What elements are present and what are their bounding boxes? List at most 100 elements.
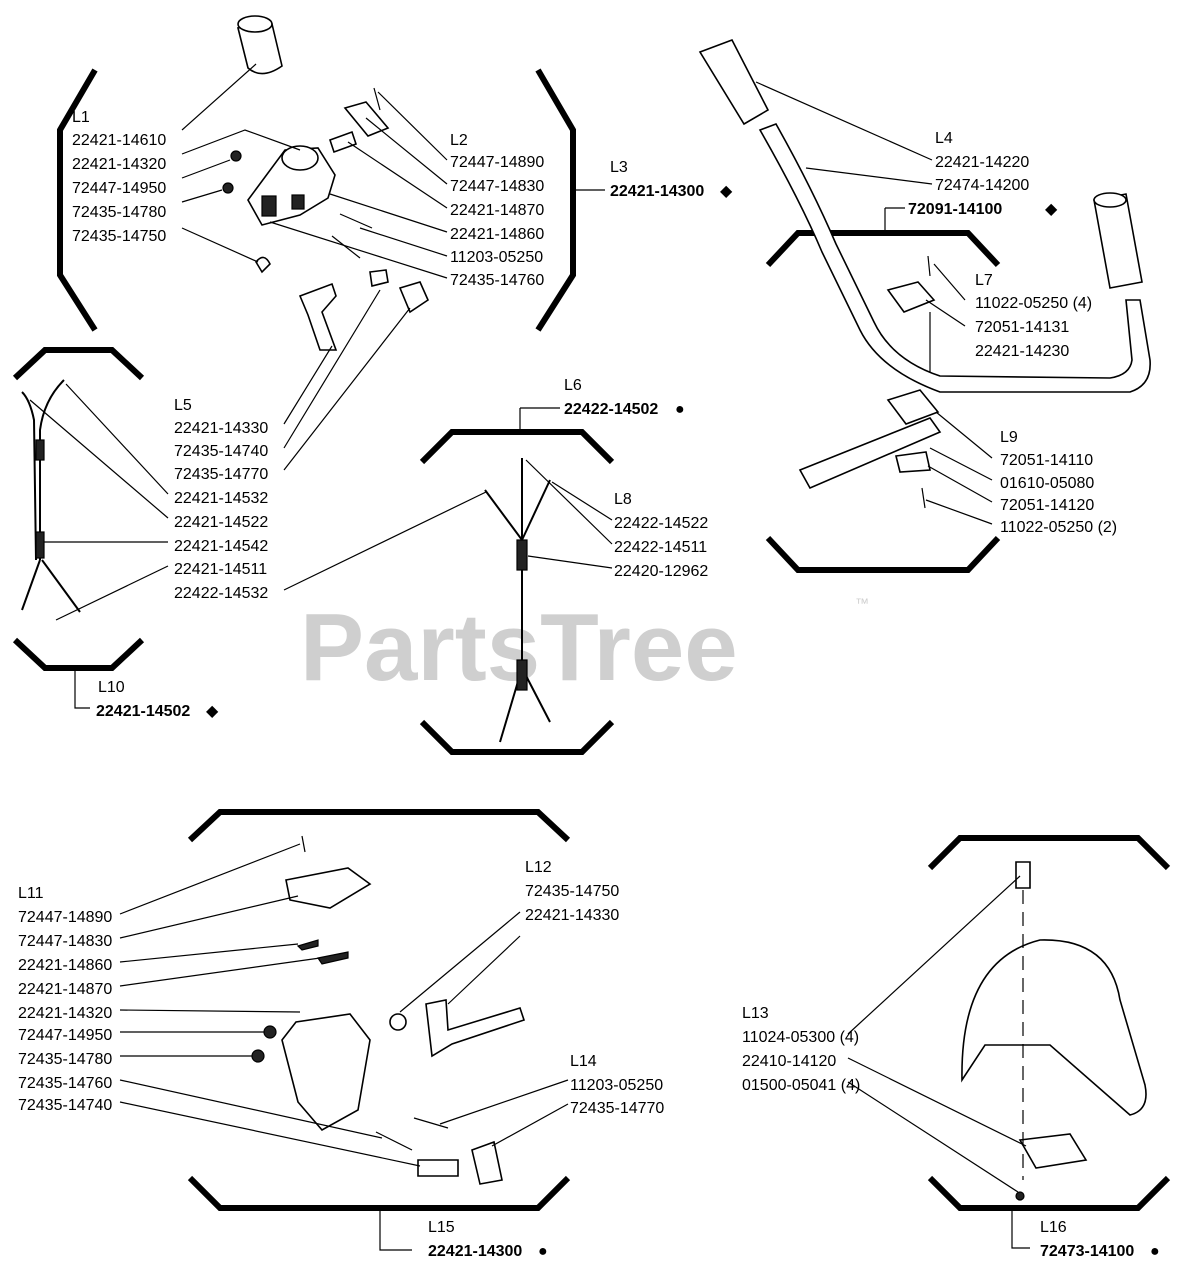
bracket-left-top bbox=[57, 68, 98, 332]
throttle-housing-drawing bbox=[247, 145, 336, 226]
group-label-l11: L11 bbox=[18, 885, 44, 902]
group-label-l12: L12 bbox=[525, 859, 552, 876]
marker-l3: ◆ bbox=[720, 183, 733, 200]
bracket-l4-bottom bbox=[765, 535, 1001, 573]
brackets bbox=[12, 68, 1171, 1211]
part-number-l13-3: 01500-05041 (4) bbox=[742, 1077, 860, 1094]
bracket-l4-top bbox=[765, 230, 1001, 268]
part-number-l2-5: 11203-05250 bbox=[450, 249, 543, 266]
marker-l6: ● bbox=[675, 401, 685, 418]
wire-harness-l8-drawing bbox=[484, 458, 551, 743]
pin-drawing bbox=[369, 269, 389, 287]
part-number-l1-3: 72447-14950 bbox=[72, 180, 166, 197]
part-number-l11-5: 22421-14320 bbox=[18, 1005, 112, 1022]
part-number-l13-1: 11024-05300 (4) bbox=[742, 1029, 859, 1046]
part-number-l11-9: 72435-14740 bbox=[18, 1097, 112, 1114]
watermark-trademark: ™ bbox=[855, 595, 869, 611]
part-number-l4-2: 72474-14200 bbox=[935, 177, 1029, 194]
clamp-l7-drawing bbox=[886, 255, 936, 313]
leader-lines bbox=[29, 63, 1030, 1251]
bracket-right-top bbox=[535, 68, 576, 332]
bracket-l8-bottom bbox=[419, 719, 615, 755]
marker-l16: ● bbox=[1150, 1243, 1160, 1260]
bracket-l5-top bbox=[12, 347, 145, 381]
bracket-l5-bottom bbox=[12, 637, 145, 671]
assembly-number-l6: 22422-14502 bbox=[564, 401, 658, 418]
part-number-l1-5: 72435-14750 bbox=[72, 228, 166, 245]
group-label-l14: L14 bbox=[570, 1053, 597, 1070]
part-number-l12-1: 72435-14750 bbox=[525, 883, 619, 900]
trigger-spring-drawing bbox=[255, 256, 271, 274]
spring-drawing bbox=[331, 235, 361, 259]
part-number-l5-8: 22422-14532 bbox=[174, 585, 268, 602]
part-number-l5-6: 22421-14542 bbox=[174, 538, 268, 555]
part-number-l14-2: 72435-14770 bbox=[570, 1100, 664, 1117]
group-label-l3: L3 bbox=[610, 159, 628, 176]
group-label-l13: L13 bbox=[742, 1005, 769, 1022]
part-number-l5-5: 22421-14522 bbox=[174, 514, 268, 531]
wire-harness-l5-drawing bbox=[21, 379, 81, 613]
part-labels: L1 22421-14610 22421-14320 72447-14950 7… bbox=[18, 109, 1160, 1260]
group-label-l8: L8 bbox=[614, 491, 632, 508]
part-number-l11-1: 72447-14890 bbox=[18, 909, 112, 926]
loop-handle-drawing bbox=[961, 861, 1147, 1201]
handlebar-drawing bbox=[698, 39, 1151, 393]
bracket-l8-top bbox=[419, 429, 615, 465]
part-number-l1-2: 22421-14320 bbox=[72, 156, 166, 173]
part-number-l2-3: 22421-14870 bbox=[450, 202, 544, 219]
part-number-l9-2: 01610-05080 bbox=[1000, 475, 1094, 492]
part-number-l5-4: 22421-14532 bbox=[174, 490, 268, 507]
marker-l10: ◆ bbox=[206, 703, 219, 720]
part-number-l9-4: 11022-05250 (2) bbox=[1000, 519, 1117, 536]
group-label-l7: L7 bbox=[975, 272, 993, 289]
part-number-l11-6: 72447-14950 bbox=[18, 1027, 112, 1044]
part-number-l13-2: 22410-14120 bbox=[742, 1053, 836, 1070]
part-number-l7-1: 11022-05250 (4) bbox=[975, 295, 1092, 312]
part-drawings bbox=[21, 15, 1151, 1201]
switch-plate-drawing bbox=[328, 87, 390, 154]
screw-l14-drawing bbox=[413, 1117, 449, 1129]
part-number-l5-3: 72435-14770 bbox=[174, 466, 268, 483]
part-number-l5-1: 22421-14330 bbox=[174, 420, 268, 437]
clip-drawing bbox=[398, 281, 430, 314]
part-number-l7-3: 22421-14230 bbox=[975, 343, 1069, 360]
group-label-l9: L9 bbox=[1000, 429, 1018, 446]
part-number-l8-1: 22422-14522 bbox=[614, 515, 708, 532]
group-label-l5: L5 bbox=[174, 397, 192, 414]
assembly-number-l16: 72473-14100 bbox=[1040, 1243, 1134, 1260]
part-number-l11-3: 22421-14860 bbox=[18, 957, 112, 974]
part-number-l4-1: 22421-14220 bbox=[935, 154, 1029, 171]
screw-drawing bbox=[339, 213, 373, 229]
throttle-trigger-l12-drawing bbox=[389, 999, 526, 1058]
group-label-l10: L10 bbox=[98, 679, 125, 696]
part-number-l1-1: 22421-14610 bbox=[72, 132, 166, 149]
part-number-l11-4: 22421-14870 bbox=[18, 981, 112, 998]
assembly-number-l4: 72091-14100 bbox=[908, 201, 1002, 218]
part-number-l2-2: 72447-14830 bbox=[450, 178, 544, 195]
nut-drawing bbox=[222, 182, 234, 194]
assembly-number-l15: 22421-14300 bbox=[428, 1243, 522, 1260]
clip-l14-drawing bbox=[471, 1140, 503, 1185]
part-number-l8-2: 22422-14511 bbox=[614, 539, 707, 556]
bracket-l11-bottom bbox=[187, 1175, 571, 1211]
part-number-l9-1: 72051-14110 bbox=[1000, 452, 1093, 469]
part-number-l5-7: 22421-14511 bbox=[174, 561, 267, 578]
bracket-l13-top bbox=[927, 835, 1171, 871]
group-label-l15: L15 bbox=[428, 1219, 455, 1236]
throttle-trigger-drawing bbox=[298, 282, 338, 351]
part-number-l1-4: 72435-14780 bbox=[72, 204, 166, 221]
clamp-l9-drawing bbox=[798, 389, 942, 509]
switch-housing-drawing bbox=[251, 835, 372, 1132]
group-label-l4: L4 bbox=[935, 130, 953, 147]
pin-l15-drawing bbox=[417, 1159, 459, 1177]
bracket-l11-top bbox=[187, 809, 571, 843]
marker-l4: ◆ bbox=[1045, 201, 1058, 218]
part-number-l5-2: 72435-14740 bbox=[174, 443, 268, 460]
part-number-l9-3: 72051-14120 bbox=[1000, 497, 1094, 514]
group-label-l6: L6 bbox=[564, 377, 582, 394]
part-number-l12-2: 22421-14330 bbox=[525, 907, 619, 924]
assembly-number-l10: 22421-14502 bbox=[96, 703, 190, 720]
part-number-l2-6: 72435-14760 bbox=[450, 272, 544, 289]
group-label-l1: L1 bbox=[72, 109, 90, 126]
